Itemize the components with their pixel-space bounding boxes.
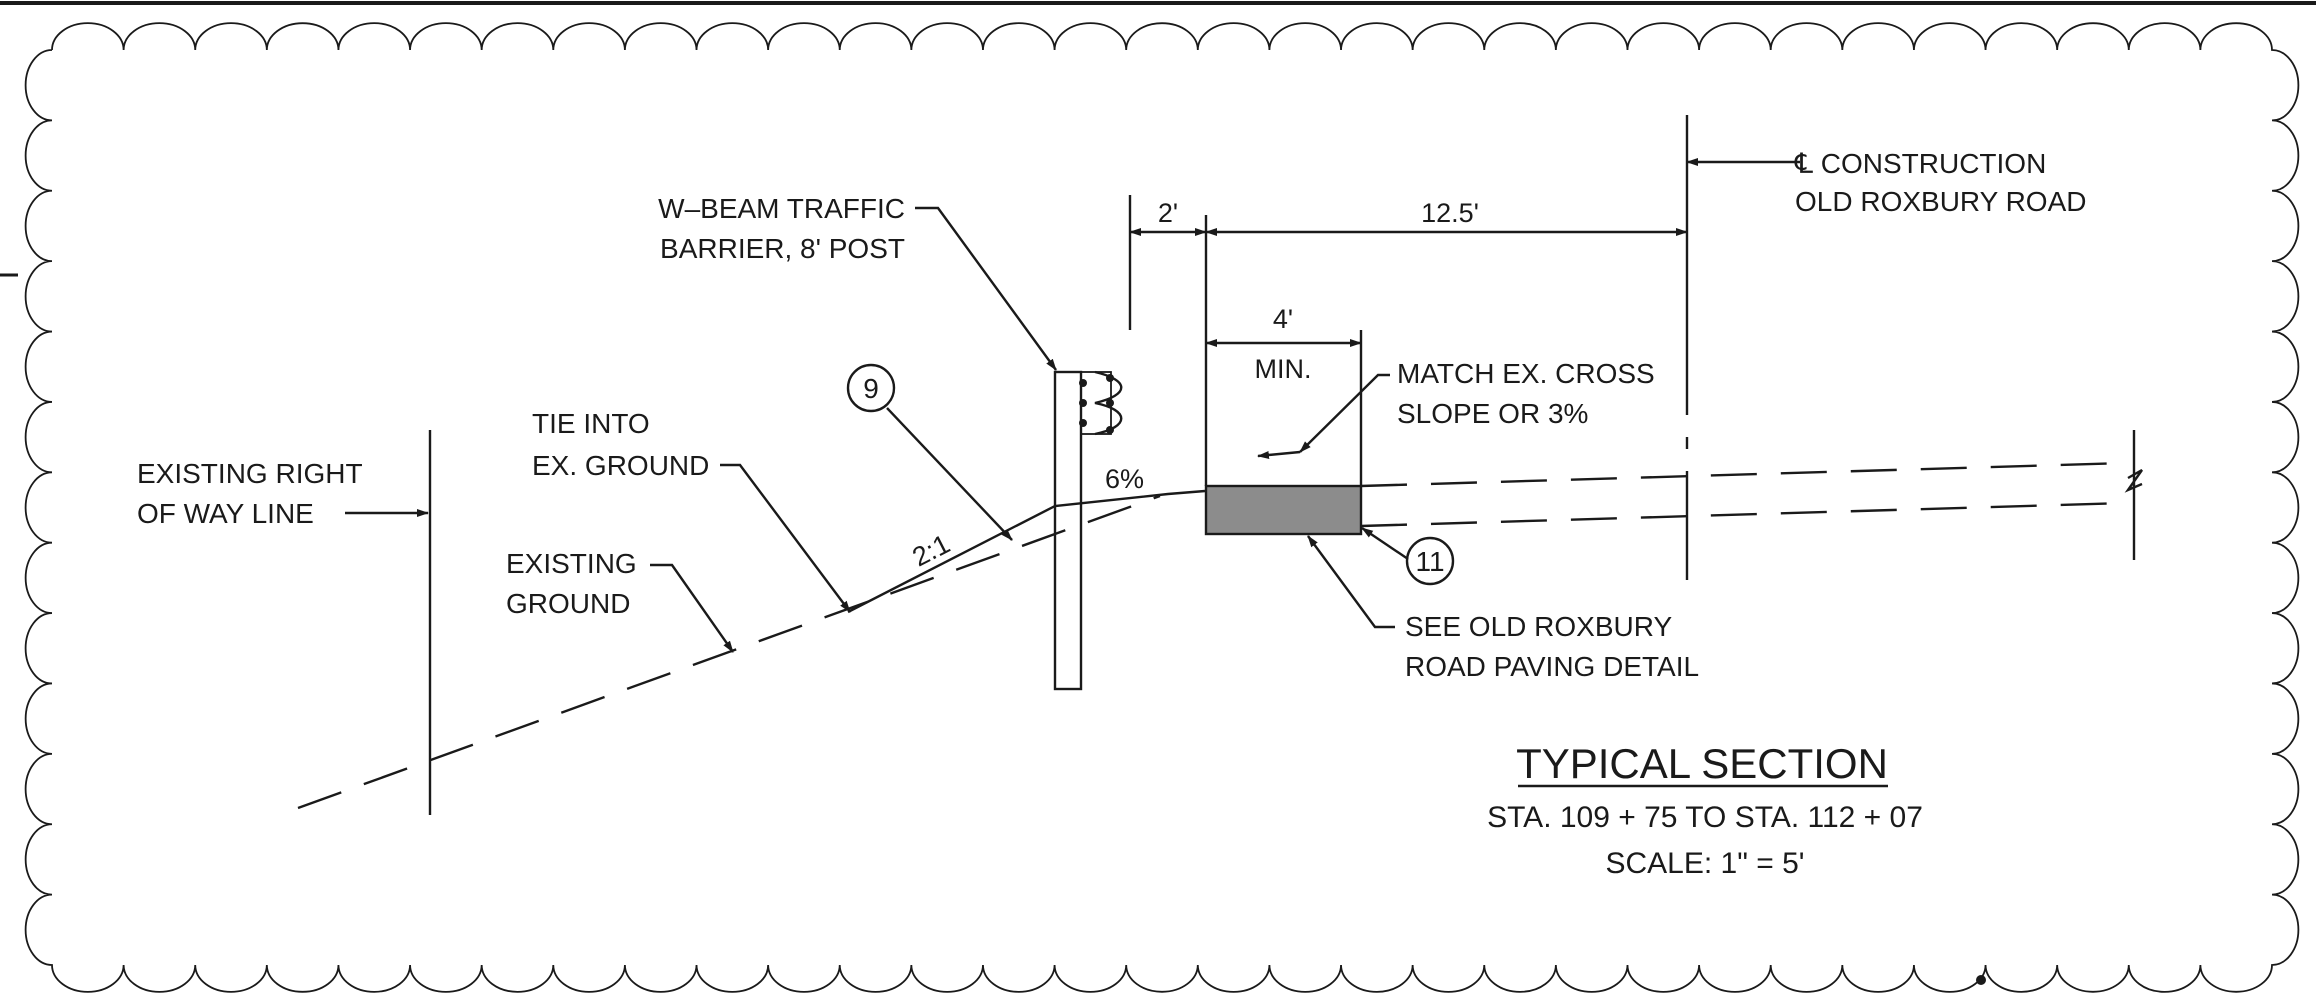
cloud-leader-dot: [1976, 975, 1986, 985]
w-beam-rail: [1079, 370, 1123, 436]
dim-min-label: MIN.: [1255, 354, 1312, 384]
revision-cloud: [24, 22, 2300, 993]
tie-into-label-line1: TIE INTO: [532, 408, 650, 439]
callout-11-label: 11: [1415, 546, 1444, 577]
tie-into-label-line2: EX. GROUND: [532, 450, 709, 481]
callout-9-leader: [886, 407, 1013, 541]
existing-ground-line: [297, 494, 1161, 810]
paving-detail-label-line1: SEE OLD ROXBURY: [1405, 611, 1672, 642]
right-of-way-label-line2: OF WAY LINE: [137, 498, 314, 529]
right-of-way-label-line1: EXISTING RIGHT: [137, 458, 363, 489]
match-slope-leader: [1299, 373, 1390, 453]
barrier-leader: [915, 206, 1057, 371]
existing-ground-label-line2: GROUND: [506, 588, 630, 619]
construction-label-line1: ℄ CONSTRUCTION: [1794, 148, 2046, 179]
dim-4ft-label: 4': [1273, 304, 1293, 334]
callout-9-label: 9: [863, 373, 879, 404]
barrier-post: [1053, 370, 1083, 691]
finished-grade-line: [1360, 461, 2126, 488]
callout-9: 9: [846, 363, 896, 413]
barrier-label-line1: W–BEAM TRAFFIC: [658, 193, 905, 224]
break-symbol: [2124, 468, 2143, 493]
tie-into-leader: [720, 463, 851, 613]
dim-12-5ft-label: 12.5': [1421, 198, 1479, 228]
side-slope-label: 2:1: [908, 529, 955, 573]
proposed-side-slope: [847, 489, 1206, 614]
cross-slope-arrow: [1257, 450, 1301, 459]
paving-detail-leader: [1307, 535, 1395, 629]
pavement-section: [1204, 484, 1363, 536]
section-scale: SCALE: 1" = 5': [1606, 847, 1805, 880]
callout-11-leader: [1361, 527, 1409, 560]
section-title: TYPICAL SECTION: [1516, 740, 1888, 787]
existing-ground-leader: [650, 563, 734, 653]
paving-detail-label-line2: ROAD PAVING DETAIL: [1405, 651, 1699, 682]
shoulder-slope-label: 6%: [1105, 464, 1144, 494]
existing-ground-label-line1: EXISTING: [506, 548, 637, 579]
match-slope-label-line2: SLOPE OR 3%: [1397, 398, 1588, 429]
subgrade-line: [1360, 501, 2126, 528]
dim-2ft-label: 2': [1158, 198, 1178, 228]
callout-11: 11: [1405, 536, 1455, 586]
construction-label-line2: OLD ROXBURY ROAD: [1795, 186, 2086, 217]
barrier-label-line2: BARRIER, 8' POST: [660, 233, 905, 264]
match-slope-label-line1: MATCH EX. CROSS: [1397, 358, 1655, 389]
section-stations: STA. 109 + 75 TO STA. 112 + 07: [1487, 801, 1923, 834]
